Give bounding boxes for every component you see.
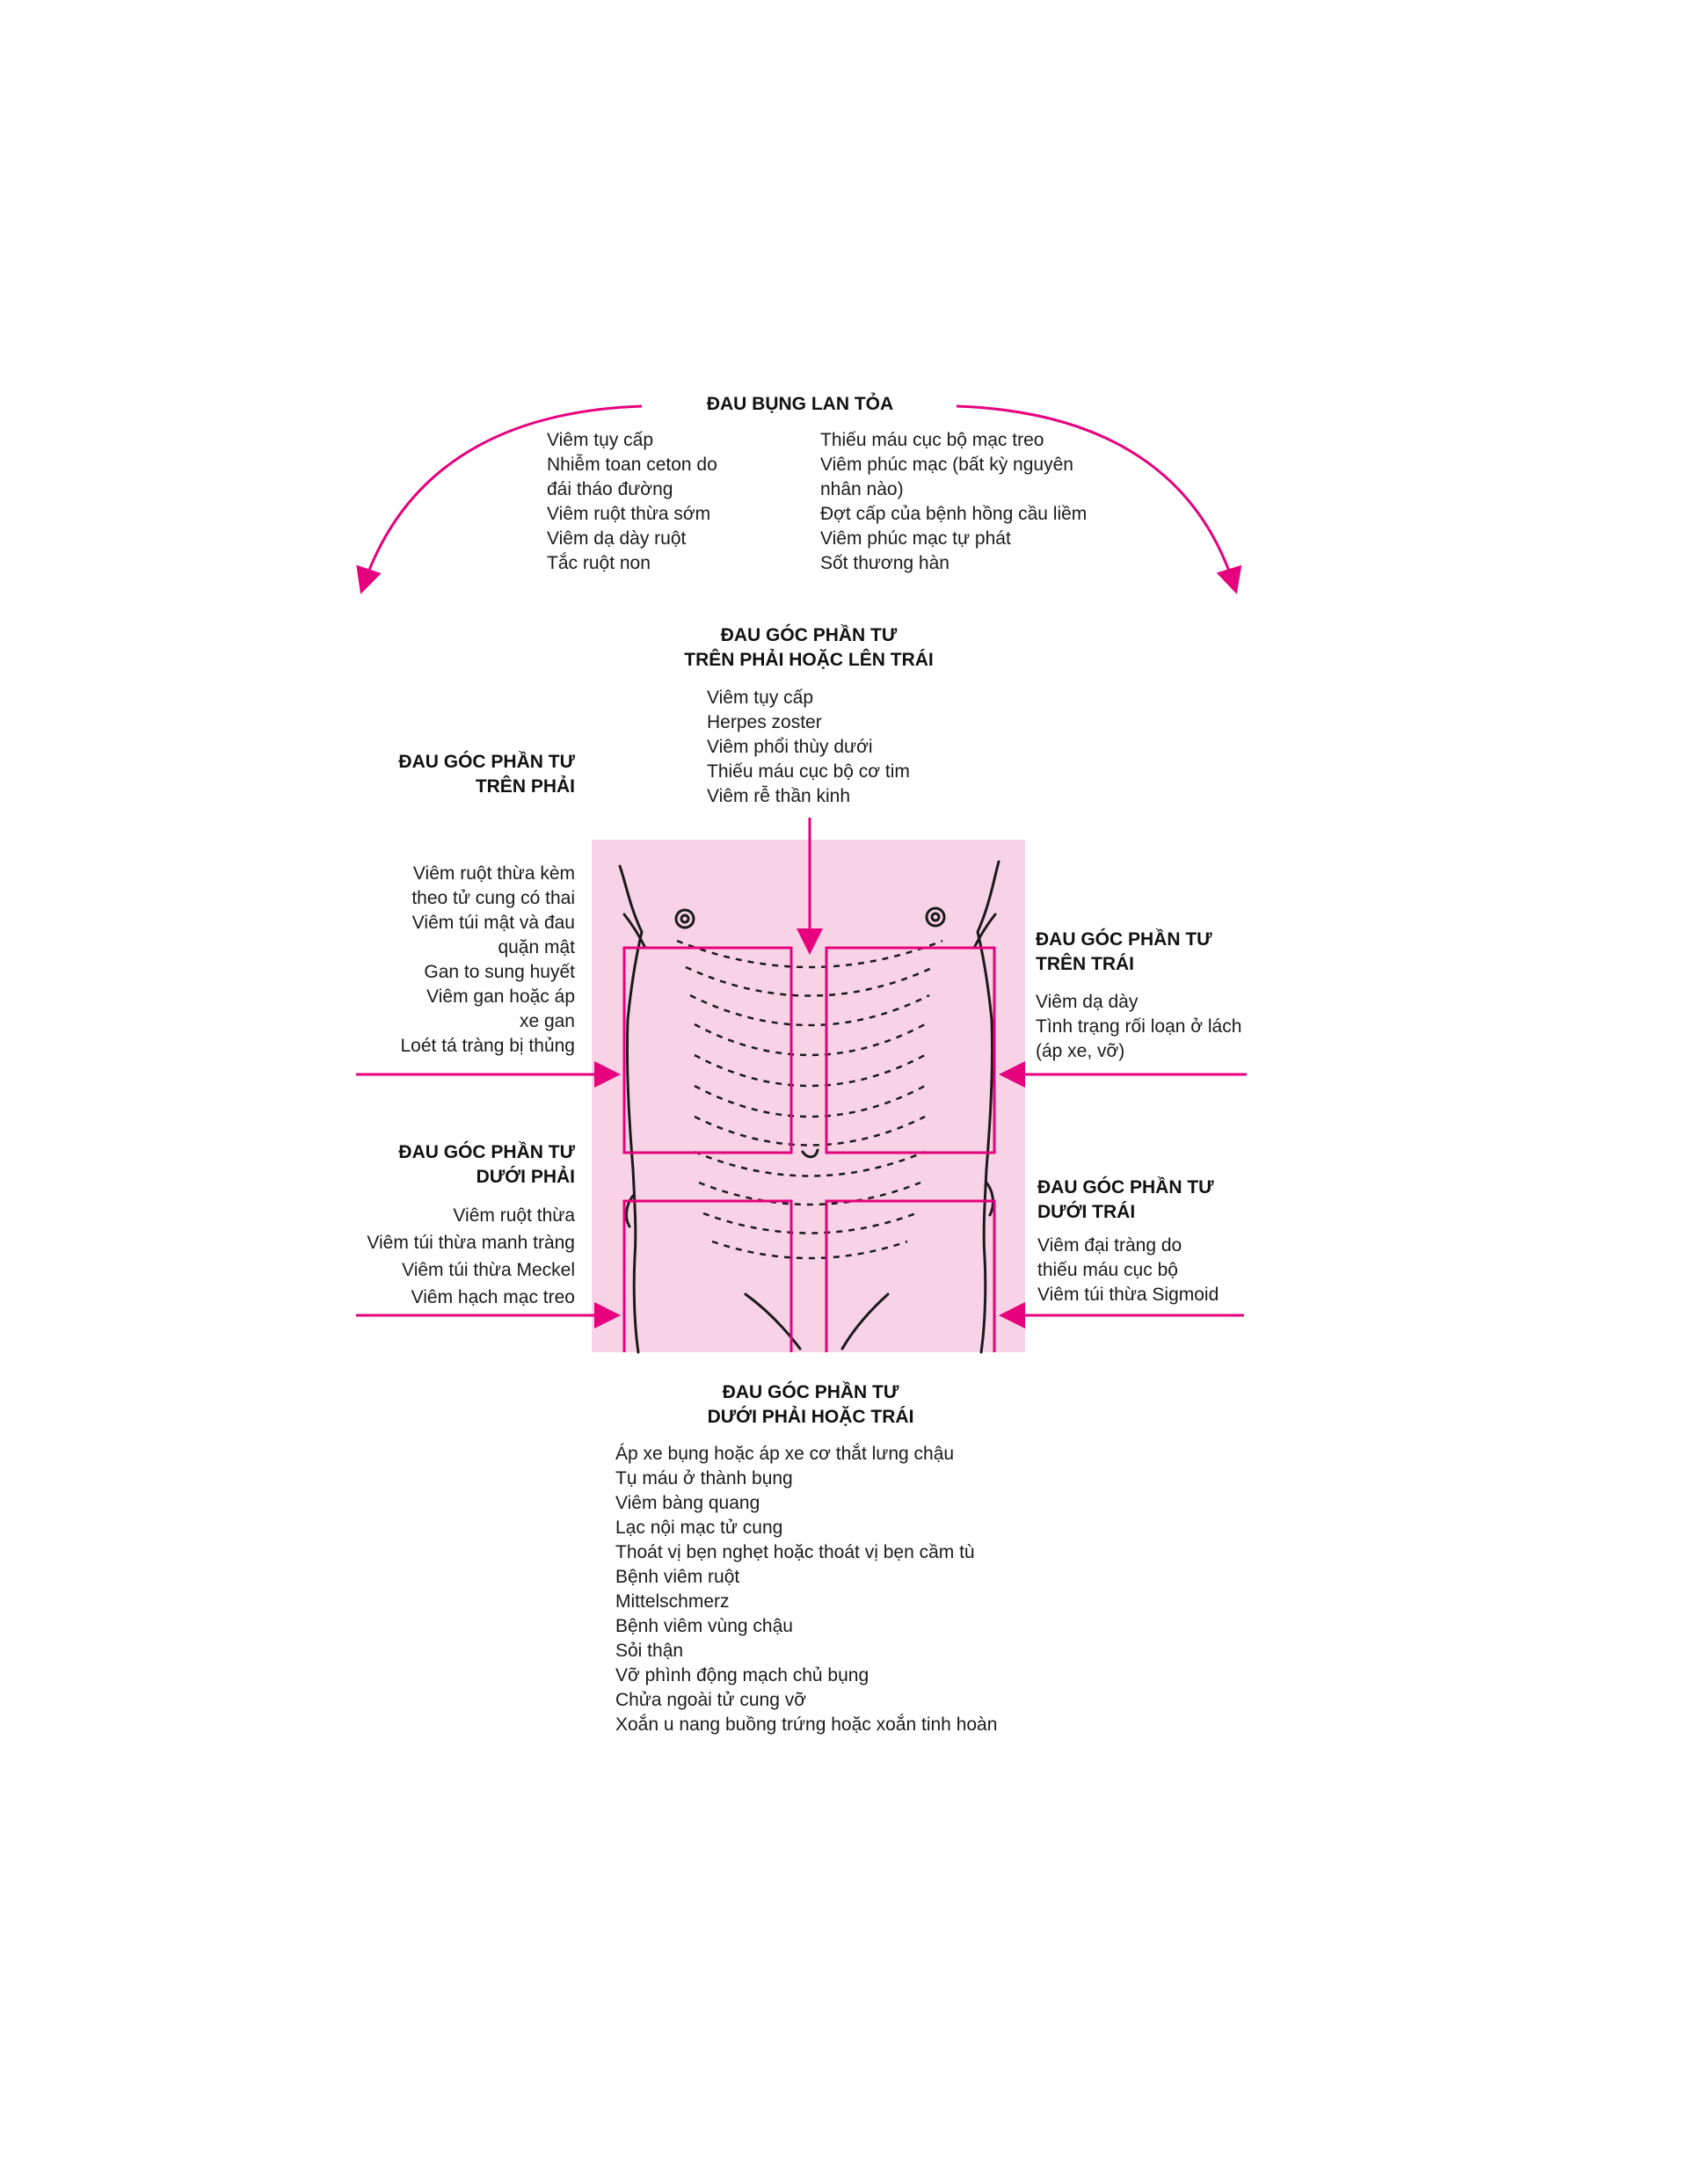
list-item: Đợt cấp của bệnh hồng cầu liềm	[820, 504, 1088, 524]
list-item: Áp xe bụng hoặc áp xe cơ thắt lưng chậu	[615, 1444, 955, 1464]
list-item: Bệnh viêm vùng chậu	[615, 1616, 793, 1636]
list-item: Viêm phúc mạc (bất kỳ nguyên	[820, 455, 1073, 475]
list-item: nhân nào)	[820, 479, 904, 499]
list-item: Viêm phúc mạc tự phát	[820, 528, 1011, 549]
list-item: Tắc ruột non	[547, 553, 651, 573]
list-item: Viêm ruột thừa kèm	[412, 863, 575, 884]
list-item: Viêm dạ dày	[1036, 992, 1139, 1012]
list-item: Viêm túi thừa manh tràng	[367, 1233, 575, 1253]
upper-either-title: ĐAU GÓC PHẦN TƯ TRÊN PHẢI HOẶC LÊN TRÁI	[684, 625, 934, 670]
rib-curves	[676, 939, 943, 1260]
rlq-title: ĐAU GÓC PHẦN TƯ DƯỚI PHẢI	[398, 1142, 575, 1187]
list-item: Thiếu máu cục bộ mạc treo	[820, 430, 1044, 450]
list-item: Herpes zoster	[707, 712, 822, 732]
list-item: đái tháo đường	[547, 479, 673, 499]
quadrant-box-upper-left	[825, 946, 996, 1154]
rlq-list: Viêm ruột thừa Viêm túi thừa manh tràng …	[309, 1202, 575, 1311]
torso-outline	[618, 860, 1000, 1354]
list-item: Sỏi thận	[615, 1641, 684, 1661]
list-item: Xoắn u nang buồng trứng hoặc xoắn tinh h…	[615, 1714, 998, 1735]
list-item: Viêm gan hoặc áp	[426, 986, 575, 1007]
diffuse-arrow-right	[956, 404, 1242, 594]
quadrant-box-lower-right	[622, 1199, 793, 1352]
list-item: Viêm ruột thừa	[453, 1205, 575, 1226]
luq-list: Viêm dạ dày Tình trạng rối loạn ở lách (…	[1036, 990, 1241, 1064]
list-item: thiếu máu cục bộ	[1037, 1260, 1178, 1280]
list-item: quặn mật	[498, 937, 575, 957]
list-item: Viêm túi thừa Sigmoid	[1037, 1285, 1219, 1305]
list-item: Loét tá tràng bị thủng	[400, 1036, 576, 1056]
lower-either-title: ĐAU GÓC PHẦN TƯ DƯỚI PHẢI HOẶC TRÁI	[707, 1382, 914, 1427]
ruq-list: Viêm ruột thừa kèm theo tử cung có thai …	[309, 862, 576, 1059]
list-item: Viêm dạ dày ruột	[547, 528, 687, 549]
list-item: Gan to sung huyết	[424, 962, 575, 982]
list-item: Viêm bàng quang	[615, 1493, 760, 1513]
list-item: theo tử cung có thai	[411, 888, 575, 908]
list-item: Viêm hạch mạc treo	[411, 1287, 575, 1307]
list-item: Thiếu máu cục bộ cơ tim	[707, 761, 910, 782]
list-item: (áp xe, vỡ)	[1036, 1041, 1125, 1061]
list-item: Nhiễm toan ceton do	[547, 455, 717, 475]
list-item: Chửa ngoài tử cung vỡ	[615, 1690, 807, 1710]
lower-either-list: Áp xe bụng hoặc áp xe cơ thắt lưng chậu …	[615, 1442, 997, 1737]
list-item: Viêm túi mật và đau	[411, 913, 575, 933]
luq-title: ĐAU GÓC PHẦN TƯ TRÊN TRÁI	[1036, 929, 1212, 974]
list-item: Viêm tụy cấp	[547, 430, 654, 450]
list-item: Sốt thương hàn	[820, 553, 950, 573]
diffuse-right-list: Thiếu máu cục bộ mạc treo Viêm phúc mạc …	[820, 428, 1087, 576]
diffuse-arrow-left	[356, 404, 643, 594]
list-item: Viêm túi thừa Meckel	[402, 1260, 575, 1280]
list-item: Bệnh viêm ruột	[615, 1567, 740, 1587]
list-item: Vỡ phình động mạch chủ bụng	[615, 1665, 869, 1685]
llq-title: ĐAU GÓC PHẦN TƯ DƯỚI TRÁI	[1037, 1177, 1214, 1222]
diffuse-left-list: Viêm tụy cấp Nhiễm toan ceton do đái thá…	[547, 428, 717, 576]
list-item: Tụ máu ở thành bụng	[615, 1468, 793, 1489]
list-item: Viêm phổi thùy dưới	[707, 737, 873, 757]
llq-list: Viêm đại tràng do thiếu máu cục bộ Viêm …	[1037, 1234, 1219, 1307]
list-item: Viêm ruột thừa sớm	[547, 504, 711, 524]
quadrant-box-lower-left	[825, 1199, 996, 1352]
list-item: xe gan	[519, 1011, 575, 1031]
list-item: Viêm đại tràng do	[1037, 1235, 1182, 1256]
quadrant-box-upper-right	[622, 946, 793, 1154]
ruq-title: ĐAU GÓC PHẦN TƯ TRÊN PHẢI	[398, 752, 575, 797]
quadrant-boxes	[622, 946, 996, 1352]
list-item: Thoát vị bẹn nghẹt hoặc thoát vị bẹn cầm…	[615, 1542, 975, 1562]
list-item: Viêm rễ thần kinh	[707, 786, 851, 806]
list-item: Tình trạng rối loạn ở lách	[1036, 1016, 1242, 1037]
list-item: Lạc nội mạc tử cung	[615, 1518, 783, 1538]
list-item: Viêm tụy cấp	[707, 688, 814, 708]
diffuse-title: ĐAU BỤNG LAN TỎA	[706, 394, 894, 414]
upper-either-list: Viêm tụy cấp Herpes zoster Viêm phổi thù…	[707, 686, 910, 809]
list-item: Mittelschmerz	[615, 1591, 730, 1612]
